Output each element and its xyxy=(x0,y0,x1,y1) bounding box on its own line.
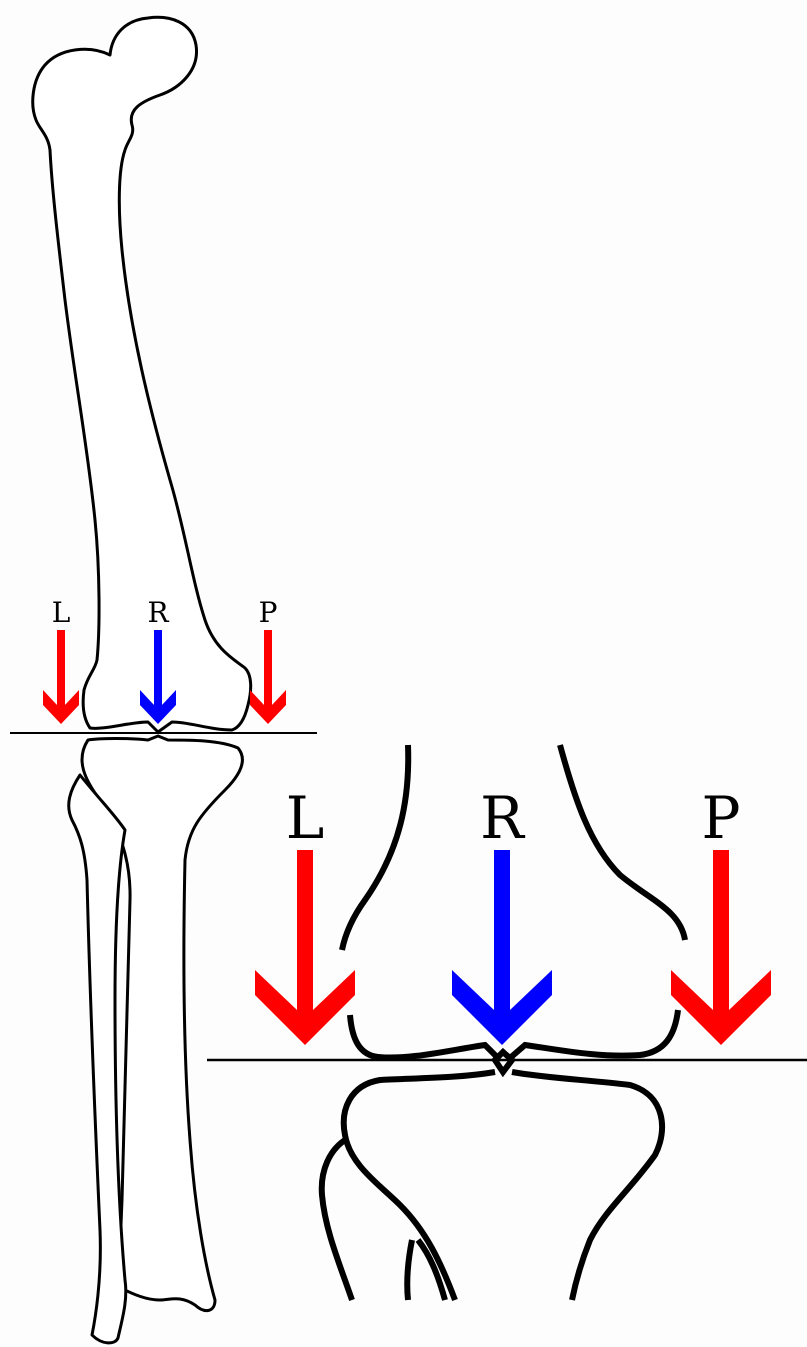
knee-detail-view: L R P xyxy=(207,745,807,1300)
arrow-p-small: P xyxy=(250,596,286,724)
arrow-l-small: L xyxy=(43,596,79,724)
label-r-small: R xyxy=(147,596,169,629)
fibula-shaft-inner xyxy=(407,1240,445,1300)
femur-condyle-left-outline xyxy=(342,745,408,950)
label-p-large: P xyxy=(701,784,740,852)
femur-condyle-right-outline xyxy=(560,745,685,940)
full-leg-view: L R P xyxy=(10,17,317,1343)
down-arrow-icon xyxy=(250,630,286,724)
fibula-head-outline xyxy=(322,1140,352,1300)
down-arrow-icon xyxy=(43,630,79,724)
arrow-p-large: P xyxy=(671,784,771,1045)
label-p-small: P xyxy=(259,596,278,629)
label-r-large: R xyxy=(480,784,526,852)
arrow-r-large: R xyxy=(452,784,552,1045)
arrow-l-large: L xyxy=(255,784,355,1045)
femur-condyle-right-lower xyxy=(510,1010,678,1058)
down-arrow-icon xyxy=(671,850,771,1045)
label-l-small: L xyxy=(52,596,71,629)
down-arrow-icon xyxy=(452,850,552,1045)
fibula-outline xyxy=(69,775,126,1343)
tibia-plateau-outline xyxy=(344,1072,495,1300)
femur-condyle-left-lower xyxy=(350,1015,498,1058)
label-l-large: L xyxy=(286,784,325,852)
tibia-joint-notch xyxy=(495,1052,512,1072)
tibia-plateau-right xyxy=(512,1072,662,1300)
